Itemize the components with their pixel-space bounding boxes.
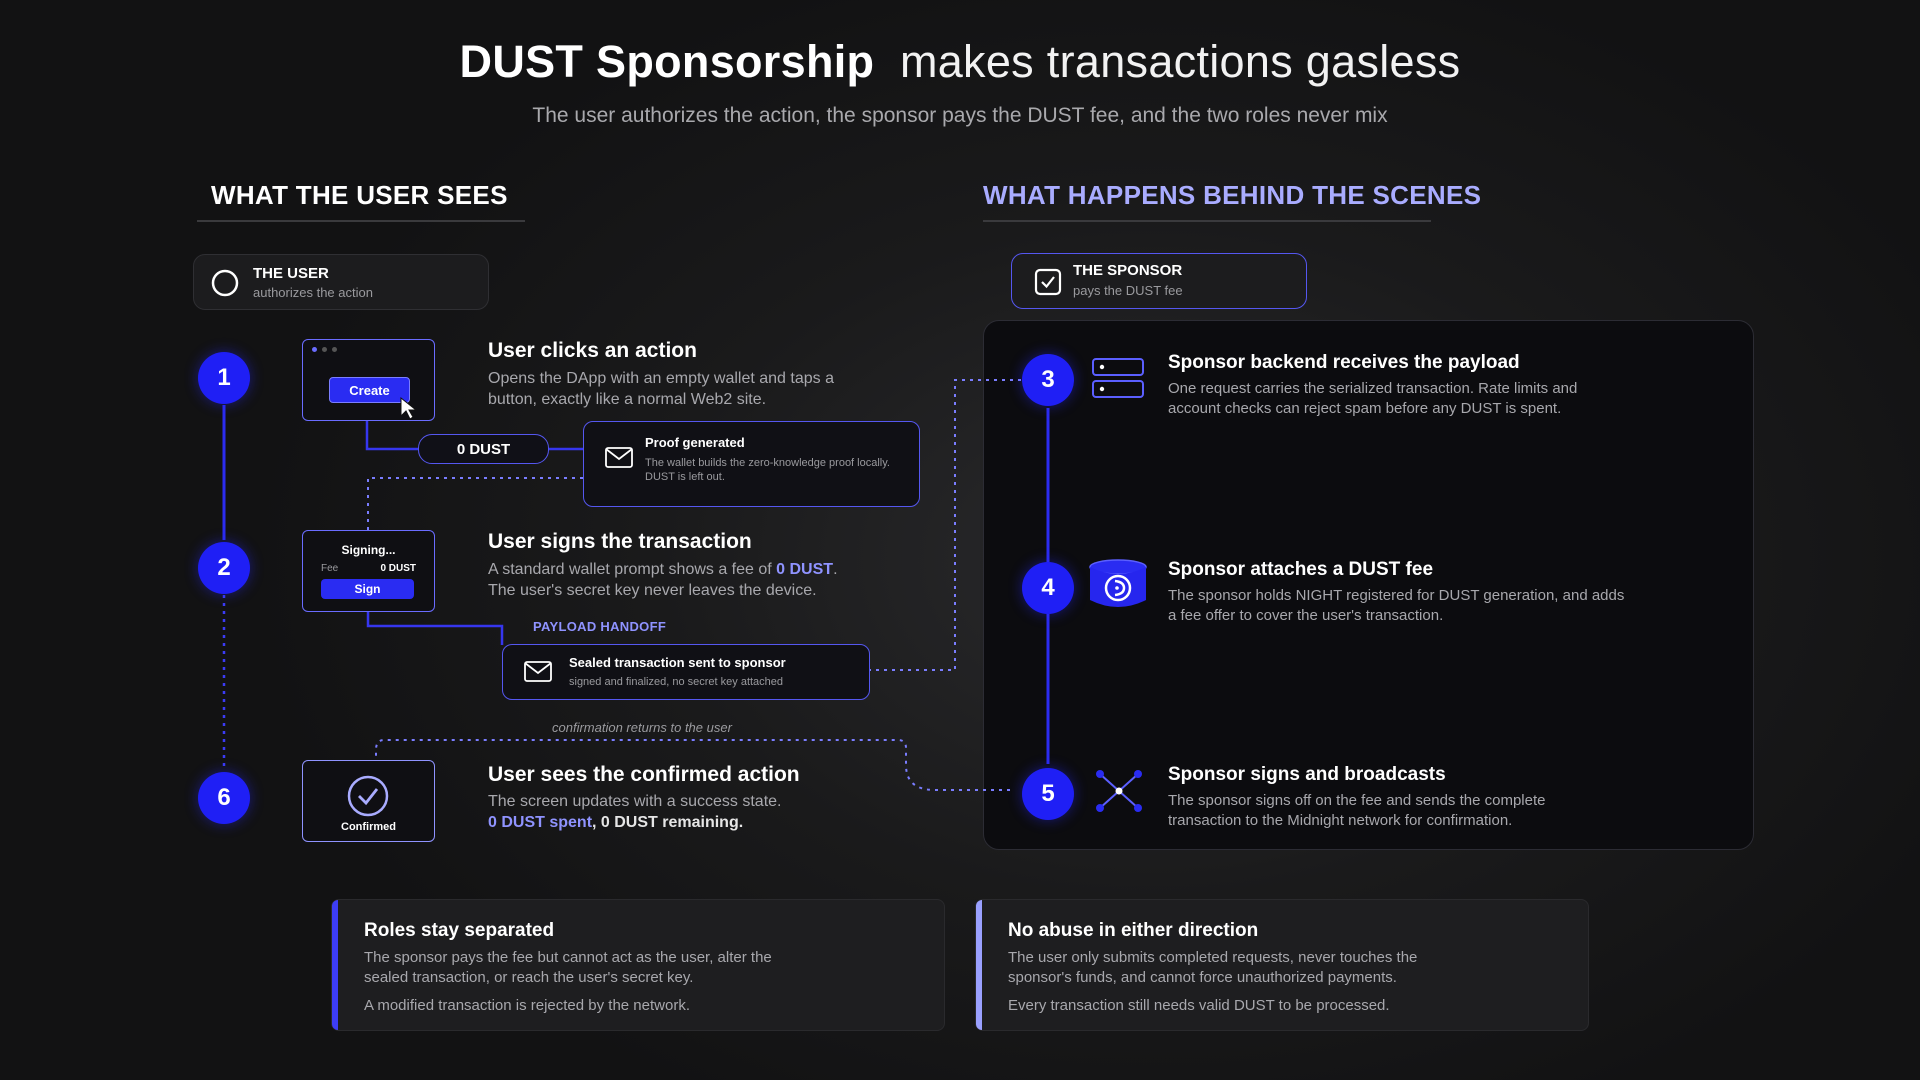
network-nodes-icon [1096,770,1142,812]
signing-label: Signing... [341,543,396,557]
note-roles-separated: Roles stay separated The sponsor pays th… [331,899,945,1031]
note-title: Roles stay separated [364,920,555,941]
note-title: No abuse in either direction [1008,920,1259,941]
step-5-badge: 5 [1022,768,1074,820]
sponsor-role-box: THE SPONSOR pays the DUST fee [1011,253,1307,309]
step-2-badge: 2 [198,542,250,594]
sealed-transaction-card: Sealed transaction sent to sponsor signe… [502,644,870,700]
step-3-desc: One request carries the serialized trans… [1168,380,1578,417]
sign-mock-window: Signing... Fee 0 DUST Sign [302,530,435,612]
step-5-title: Sponsor signs and broadcasts [1168,764,1446,785]
sign-to-sealed-line [366,612,504,645]
confirmation-return-dotted [375,739,1010,791]
proof-title: Proof generated [645,435,745,450]
sealed-to-sponsor-dotted [868,379,1022,671]
checkbox-icon [1034,268,1062,296]
note-no-abuse: No abuse in either direction The user on… [975,899,1589,1031]
right-divider [983,220,1431,222]
note-accent-bar [976,900,982,1030]
step-1-desc: Opens the DApp with an empty wallet and … [488,370,834,408]
note-desc: The user only submits completed requests… [1008,949,1418,986]
left-column-heading: WHAT THE USER SEES [211,180,508,210]
user-role-box: THE USER authorizes the action [193,254,489,310]
handoff-label: PAYLOAD HANDOFF [533,619,667,634]
check-circle-icon [347,775,389,817]
cursor-icon [400,396,418,420]
step-6-desc: The screen updates with a success state.… [488,793,782,831]
fee-value: 0 DUST [380,563,416,574]
sponsor-role-subtitle: pays the DUST fee [1073,283,1183,298]
sign-button[interactable]: Sign [321,579,414,599]
step-1-badge: 1 [198,352,250,404]
envelope-icon [524,661,552,682]
envelope-icon [605,447,633,468]
empty-circle-icon [211,269,239,297]
step-4-desc: The sponsor holds NIGHT registered for D… [1168,587,1625,624]
note-accent-bar [332,900,338,1030]
create-mock-window: Create [302,339,435,421]
step-4-title: Sponsor attaches a DUST fee [1168,559,1434,580]
create-to-pill-line [365,420,418,451]
step-2-desc: A standard wallet prompt shows a fee of … [488,561,838,599]
proof-generated-card: Proof generated The wallet builds the ze… [583,421,920,507]
step-4-badge: 4 [1022,562,1074,614]
step-5-desc: The sponsor signs off on the fee and sen… [1168,792,1546,829]
user-role-title: THE USER [253,265,329,282]
create-button[interactable]: Create [329,377,410,403]
right-column-heading: WHAT HAPPENS BEHIND THE SCENES [983,180,1482,210]
note-desc: The sponsor pays the fee but cannot act … [364,949,772,986]
step-6-title: User sees the confirmed action [488,763,800,786]
title-rest: makes transactions gasless [899,36,1461,87]
proof-desc: The wallet builds the zero-knowledge pro… [645,457,890,483]
note-extra: Every transaction still needs valid DUST… [1008,997,1390,1014]
server-icon [1092,358,1144,398]
sealed-title: Sealed transaction sent to sponsor [569,655,786,670]
page-subtitle: The user authorizes the action, the spon… [532,104,1388,127]
confirmed-mock-window: Confirmed [302,760,435,842]
balance-pill: 0 DUST [418,434,549,464]
confirmed-label: Confirmed [341,821,396,833]
user-role-subtitle: authorizes the action [253,285,373,300]
fee-label: Fee [321,563,339,574]
left-divider [197,220,525,222]
return-label: confirmation returns to the user [552,720,732,735]
sealed-desc: signed and finalized, no secret key atta… [569,676,784,688]
step-3-title: Sponsor backend receives the payload [1168,352,1520,373]
step-3-badge: 3 [1022,354,1074,406]
step-1-title: User clicks an action [488,339,697,362]
step-6-badge: 6 [198,772,250,824]
title-bold: DUST Sponsorship [459,36,875,87]
page-title: DUST Sponsorship makes transactions gasl… [0,36,1920,88]
sponsor-role-title: THE SPONSOR [1073,262,1183,279]
step-2-title: User signs the transaction [488,530,752,553]
note-extra: A modified transaction is rejected by th… [364,997,691,1014]
dust-coin-icon [1089,559,1147,607]
proof-to-sign-dotted [367,477,583,530]
